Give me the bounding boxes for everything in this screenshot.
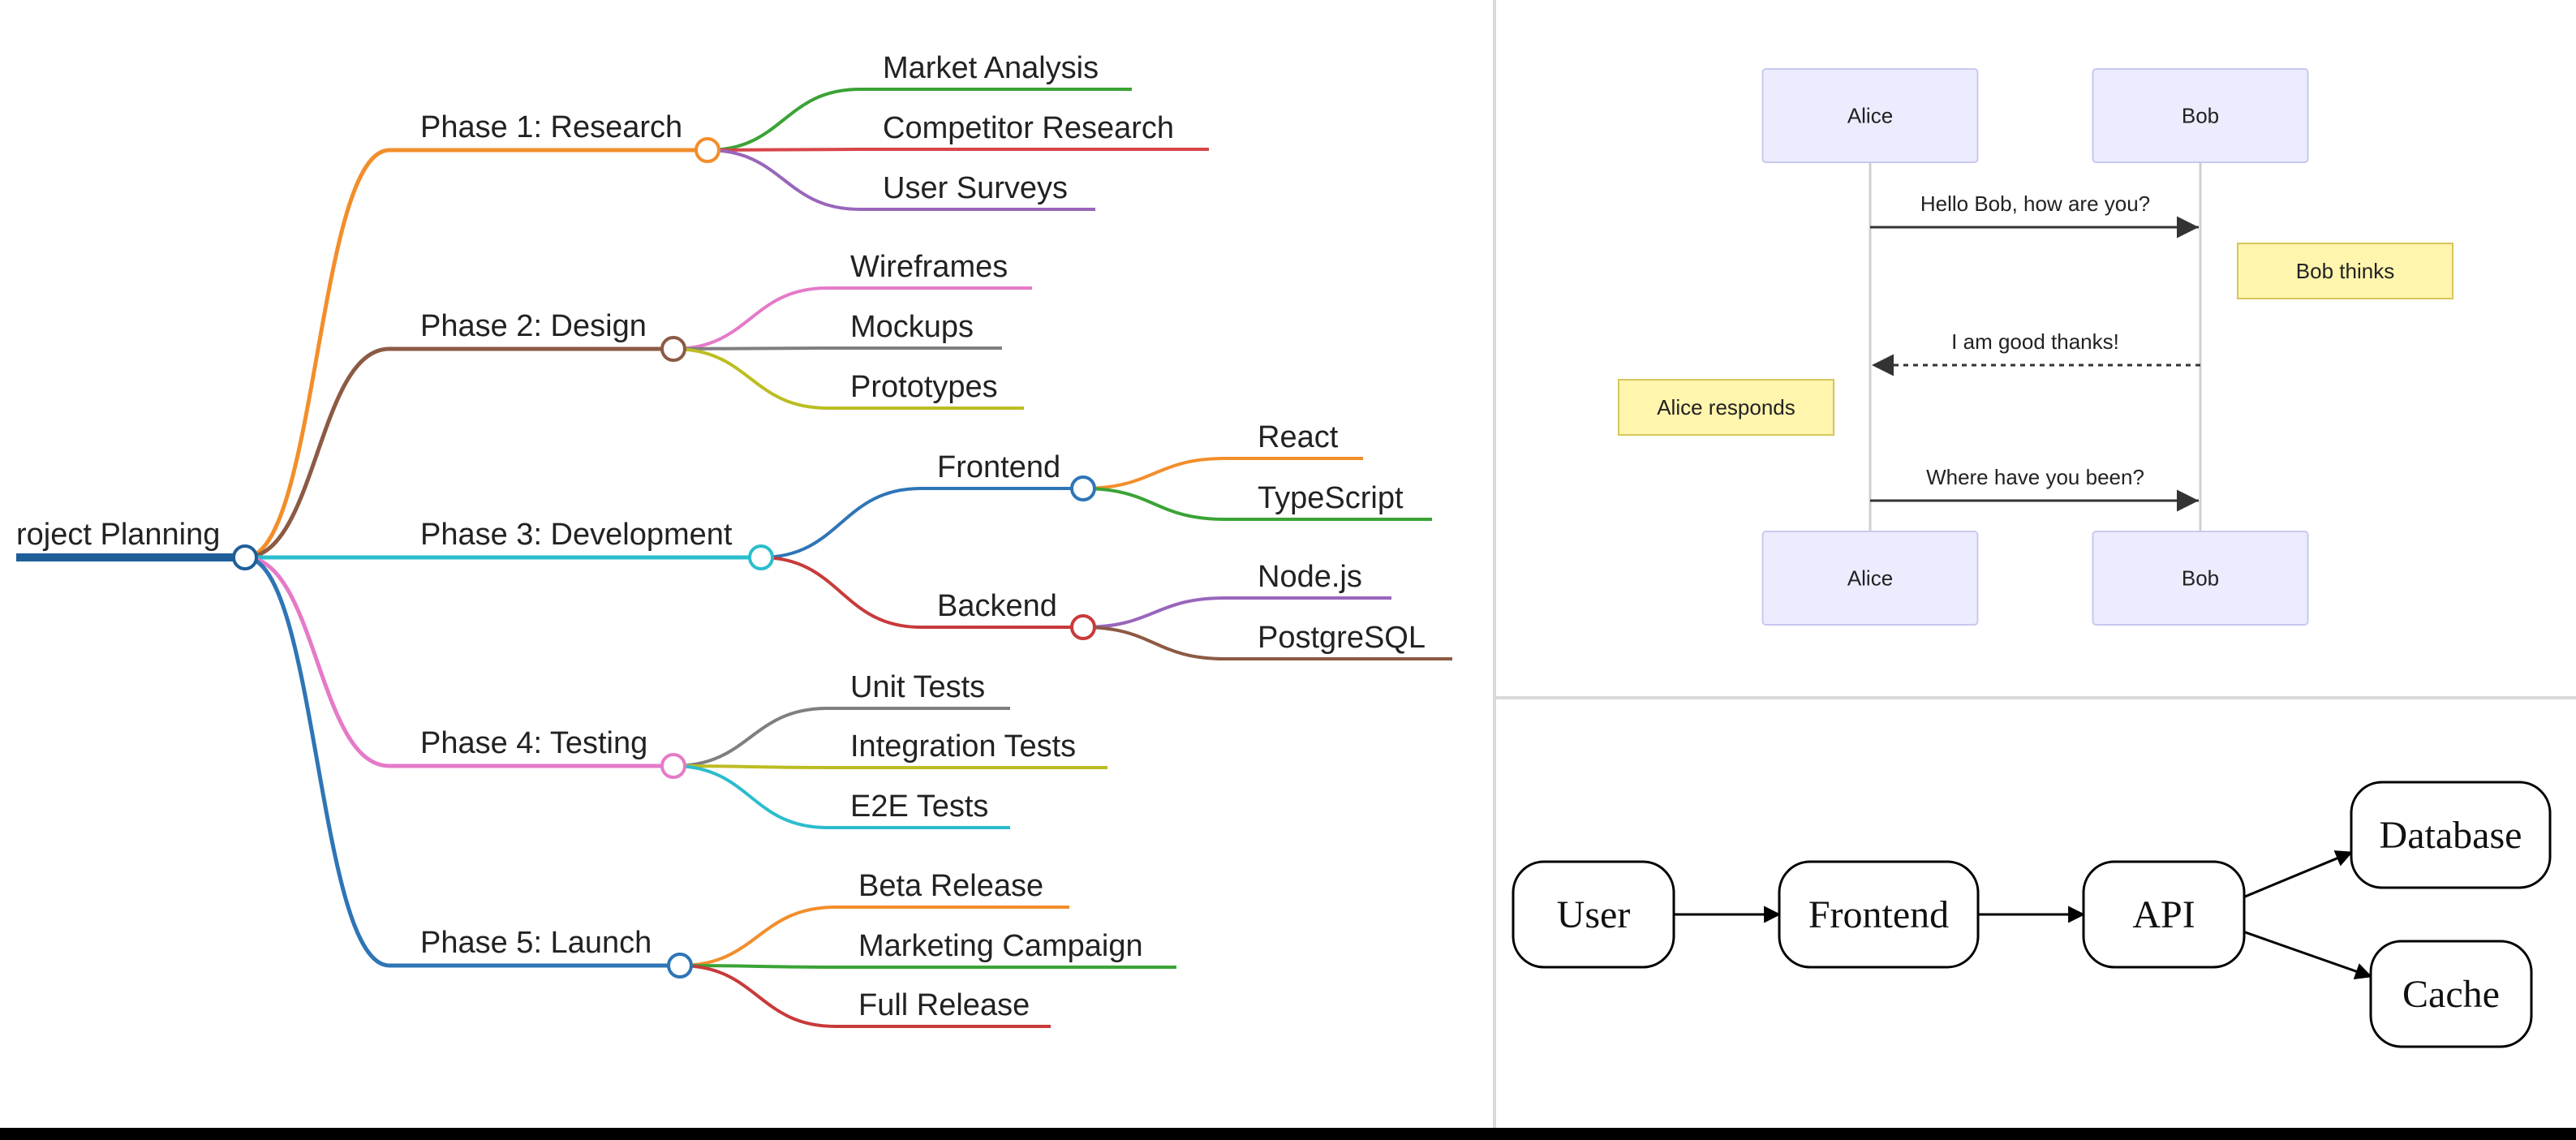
mindmap-root-node	[232, 544, 258, 570]
flow-node-user	[1512, 860, 1675, 969]
mindmap-leaf-label: Marketing Campaign	[858, 929, 1143, 963]
mindmap-connector-full-release	[679, 964, 836, 1028]
mindmap-leaf-label: E2E Tests	[850, 789, 988, 824]
mindmap-leaf-label: Node.js	[1258, 560, 1362, 594]
flow-node-label: Frontend	[1808, 893, 1949, 936]
mindmap-root-label: roject Planning	[16, 518, 220, 552]
mindmap-leaf-label: PostgreSQL	[1258, 621, 1426, 655]
mindmap-leaf-label: Wireframes	[850, 250, 1008, 284]
mindmap-connector-node-js	[1082, 596, 1226, 629]
mindmap-connector-phase-1-research	[244, 148, 390, 560]
note-label: Alice responds	[1657, 395, 1795, 419]
actor-box-alice	[1761, 68, 1979, 163]
flow-node-label: API	[2132, 893, 2195, 936]
mindmap-connector-phase-5-launch	[244, 555, 390, 968]
mindmap-leaf-label: Frontend	[937, 450, 1060, 484]
mindmap-node-phase-3-development	[748, 544, 774, 570]
mindmap-panel: roject Planning Phase 1: Research Market A…	[16, 51, 1452, 1028]
note-box	[1618, 379, 1834, 436]
mindmap-connector-frontend	[760, 487, 922, 559]
actor-label: Alice	[1847, 566, 1893, 591]
mindmap-leaf-label: Market Analysis	[883, 51, 1099, 85]
mindmap-connector-postgresql	[1082, 626, 1226, 660]
mindmap-connector-backend	[760, 556, 922, 629]
mindmap-leaf-label: React	[1258, 420, 1339, 454]
flow-node-label: User	[1557, 893, 1631, 936]
mindmap-phase-label: Phase 2: Design	[420, 309, 647, 343]
mindmap-connector-react	[1082, 457, 1226, 490]
mindmap-phase-label: Phase 3: Development	[420, 518, 733, 552]
note-box	[2237, 243, 2453, 299]
mindmap-connector-e2e-tests	[673, 764, 828, 829]
flow-node-api	[2082, 860, 2246, 969]
mindmap-connector-user-surveys	[707, 148, 861, 211]
mindmap-leaf-label: Competitor Research	[883, 111, 1174, 145]
actor-label: Alice	[1847, 104, 1893, 128]
mindmap-node-phase-1-research	[695, 137, 720, 163]
mindmap-leaf-label: Backend	[937, 589, 1057, 623]
actor-box-bob	[2092, 68, 2309, 163]
mindmap-connector-wireframes	[673, 286, 828, 351]
mindmap-leaf-label: Full Release	[858, 988, 1030, 1022]
mindmap-connector-typescript	[1082, 487, 1226, 521]
mindmap-leaf-label: User Surveys	[883, 171, 1068, 205]
mindmap-connector-mockups	[673, 346, 828, 351]
message-label: Where have you been?	[1926, 465, 2144, 489]
mindmap-leaf-label: Integration Tests	[850, 729, 1076, 764]
bottom-bar	[0, 1128, 2576, 1140]
mindmap-leaf-label: Mockups	[850, 310, 974, 344]
mindmap-leaf-label: Beta Release	[858, 869, 1043, 903]
note-label: Bob thinks	[2296, 259, 2394, 283]
mindmap-connector-phase-4-testing	[244, 555, 390, 768]
flow-edge-api-cache	[2243, 931, 2372, 980]
mindmap-node-backend	[1070, 614, 1096, 640]
flow-edge-api-database	[2243, 850, 2353, 898]
flow-node-database	[2350, 781, 2552, 889]
actor-label: Bob	[2182, 104, 2219, 128]
actor-box-alice	[1761, 531, 1979, 626]
mindmap-node-phase-2-design	[660, 336, 686, 362]
mindmap-connector-phase-2-design	[244, 346, 390, 560]
mindmap-connector-market-analysis	[707, 88, 861, 152]
mindmap-phase-label: Phase 5: Launch	[420, 926, 652, 960]
mindmap-phase-label: Phase 1: Research	[420, 110, 682, 144]
mindmap-leaf-label: Unit Tests	[850, 670, 985, 704]
mindmap-connector-competitor-research	[707, 148, 861, 152]
message-label: I am good thanks!	[1951, 329, 2119, 354]
mindmap-node-phase-5-launch	[667, 953, 693, 979]
mindmap-connector-marketing-campaign	[679, 964, 836, 969]
flow-node-label: Database	[2380, 814, 2522, 857]
flow-node-frontend	[1778, 860, 1980, 969]
mindmap-leaf-label: Prototypes	[850, 370, 998, 404]
flow-node-cache	[2369, 940, 2533, 1048]
flow-node-label: Cache	[2402, 973, 2500, 1016]
mindmap-phase-label: Phase 4: Testing	[420, 726, 647, 760]
mindmap-connector-prototypes	[673, 347, 828, 410]
mindmap-leaf-label: TypeScript	[1258, 481, 1404, 515]
mindmap-connector-beta-release	[679, 906, 836, 967]
actor-label: Bob	[2182, 566, 2219, 591]
mindmap-connector-integration-tests	[673, 764, 828, 769]
mindmap-node-frontend	[1070, 475, 1096, 501]
mindmap-node-phase-4-testing	[660, 753, 686, 779]
actor-box-bob	[2092, 531, 2309, 626]
mindmap-connector-unit-tests	[673, 707, 828, 768]
message-label: Hello Bob, how are you?	[1920, 191, 2150, 216]
